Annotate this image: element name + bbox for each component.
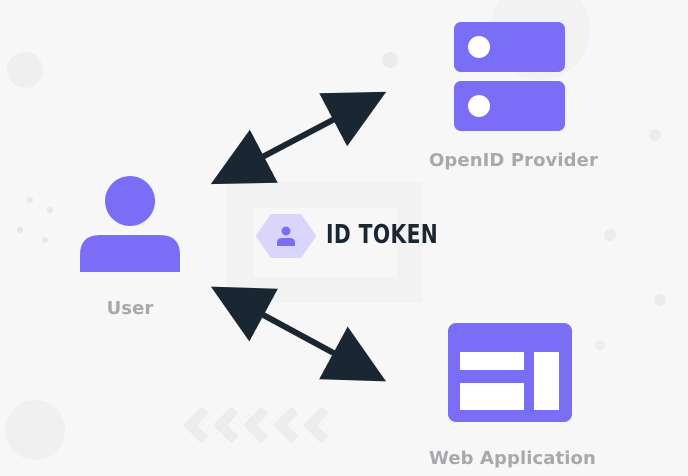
arrow-user-provider [210, 91, 387, 185]
user-icon [80, 176, 180, 272]
user-badge-icon [277, 226, 295, 246]
user-label: User [106, 298, 154, 319]
token-label: ID TOKEN [326, 220, 439, 250]
webapp-label: Web Application [429, 448, 596, 469]
server-icon [454, 22, 565, 131]
browser-window-icon [448, 323, 572, 422]
arrow-user-webapp [210, 286, 387, 382]
provider-label: OpenID Provider [429, 150, 598, 171]
token-badge [256, 214, 316, 258]
